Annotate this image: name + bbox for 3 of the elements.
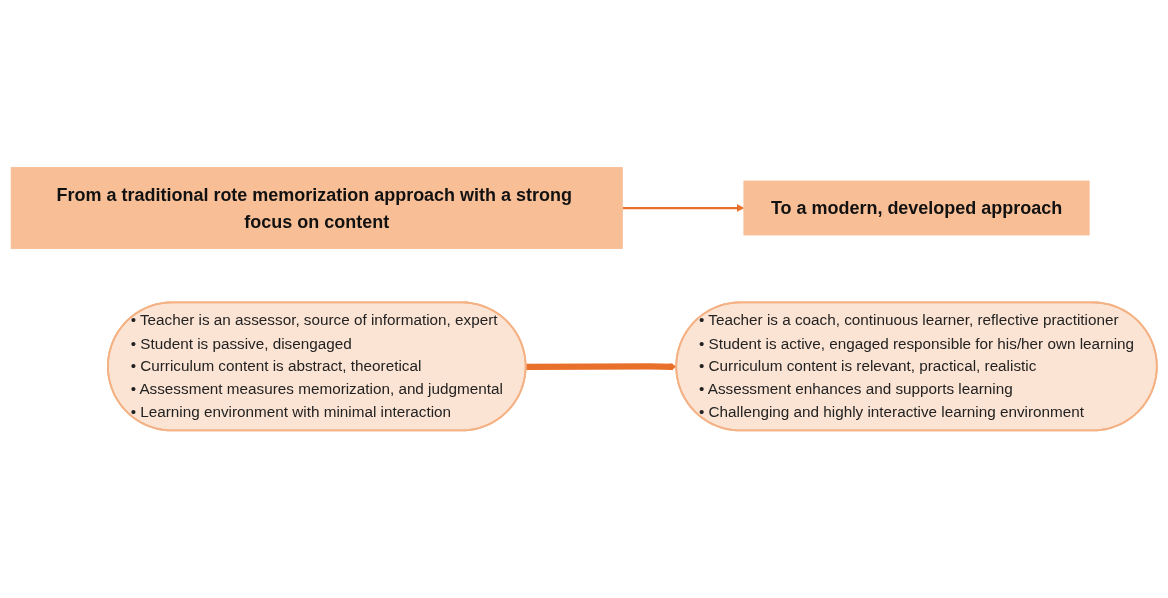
node-box: To a modern, developed approach — [743, 180, 1090, 236]
arrow — [622, 204, 745, 212]
node-box: From a traditional rote memorization approach with a strong focus on content — [10, 167, 623, 249]
